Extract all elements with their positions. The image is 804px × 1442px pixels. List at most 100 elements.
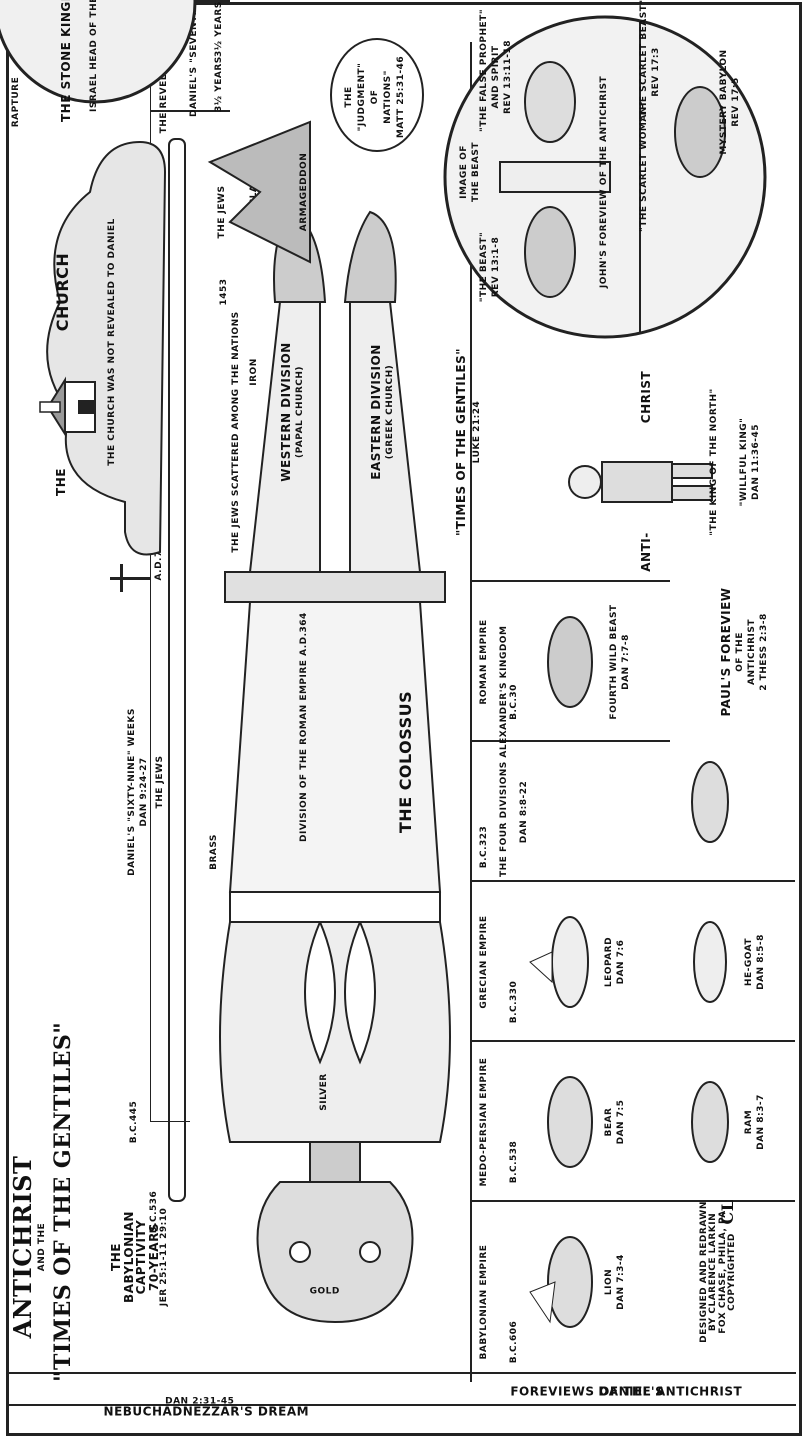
lion-ref: Dan 7:3-4 — [617, 1232, 626, 1332]
title-and-the: And The — [38, 1132, 47, 1362]
title-times: "Times Of The Gentiles" — [52, 1092, 75, 1382]
willful-king: "Willful King" — [740, 362, 749, 562]
monogram: CL — [720, 1182, 737, 1242]
beast-ref: Rev 13:1-8 — [492, 212, 501, 322]
lion-label: Lion — [605, 1232, 614, 1332]
christ-label: Christ — [640, 362, 653, 432]
date-bc606: B.C.606 — [510, 1312, 519, 1372]
babylonian-empire: Babylonian Empire — [480, 1242, 489, 1362]
captivity-line-1: The — [110, 1172, 123, 1342]
jews-band — [168, 138, 186, 1202]
cross-vertical — [110, 577, 150, 580]
false-prophet-sub: And Spirit — [492, 22, 501, 132]
scarlet-woman: "The Scarlet Woman" — [640, 122, 649, 232]
brass-label: Brass — [210, 822, 219, 882]
eastern-sub: (Greek Church) — [386, 312, 395, 512]
date-bc536: B.C.536 — [150, 1172, 159, 1252]
king-of-north: "The King Of The North" — [710, 362, 719, 562]
cross-horizontal — [120, 564, 123, 592]
gentiles-ref: Luke 21:24 — [473, 382, 482, 482]
goat-horn-beast-icon — [680, 742, 740, 862]
date-bc445: B.C.445 — [130, 1082, 139, 1162]
stone-kingdom-sub: Israel Head Of The Nations — [90, 2, 99, 112]
pauls-of-the: Of The — [736, 572, 745, 732]
johns-title: John's Foreview Of The Antichrist — [600, 42, 609, 322]
pauls-foreview: Paul's Foreview — [720, 572, 733, 732]
church-building-icon — [40, 372, 100, 442]
alexander-divisions: The Four Divisions Alexander's Kingdom — [500, 747, 509, 877]
jews-band-label: The Jews — [156, 682, 165, 882]
date-bc30: B.C.30 — [510, 672, 519, 732]
ram-ref: Dan 8:3-7 — [757, 1072, 766, 1172]
pauls-ref: 2 Thess 2:3-8 — [760, 572, 769, 732]
gold-label: Gold — [295, 1287, 355, 1296]
pauls-antichrist: Antichrist — [748, 572, 757, 732]
leopard-beast-icon — [530, 902, 600, 1022]
judgment-ref: Matt 25:31-46 — [397, 42, 406, 152]
mystery-babylon: Mystery Babylon — [720, 32, 729, 172]
dream-ref: Dan 2:31-45 — [90, 1397, 310, 1406]
he-goat-label: He-Goat — [745, 912, 754, 1012]
stone-kingdom-label: The Stone Kingdom — [60, 2, 73, 122]
lion-beast-icon — [530, 1222, 600, 1342]
western-sub: (Papal Church) — [296, 312, 305, 512]
col-divider-1 — [470, 1200, 795, 1202]
leopard-label: Leopard — [605, 912, 614, 1012]
ram-label: Ram — [745, 1072, 754, 1172]
bear-beast-icon — [530, 1062, 600, 1182]
beast-label: "The Beast" — [480, 212, 489, 322]
date-1453: 1453 — [220, 262, 229, 322]
silver-label: Silver — [320, 1062, 329, 1122]
division-note: Division of the Roman Empire A.D.364 — [300, 682, 309, 842]
leopard-ref: Dan 7:6 — [617, 912, 626, 1012]
gentiles-label: "Times Of The Gentiles" — [455, 302, 468, 582]
jews-scattered: The Jews Scattered Among The Nations — [232, 302, 241, 562]
date-bc538: B.C.538 — [510, 1132, 519, 1192]
mystery-ref: Rev 17:5 — [732, 32, 741, 172]
church-note: The Church Was Not Revealed To Daniel — [108, 182, 117, 502]
captivity-line-3: Captivity — [135, 1172, 148, 1342]
fourth-beast-icon — [530, 602, 600, 722]
three-half-b: 3½ Years — [215, 7, 224, 57]
he-goat-beast-icon — [680, 902, 740, 1022]
image-the-beast: The Beast — [472, 132, 481, 212]
judgment-label: "Judgment" — [358, 42, 367, 152]
captivity-block: The Babylonian Captivity 70-Years Jer 25… — [110, 1172, 170, 1342]
roman-empire: Roman Empire — [480, 592, 489, 732]
col-divider-2 — [470, 1040, 795, 1042]
dream-label: Nebuchadnezzar's Dream — [6, 1406, 406, 1419]
church-cloud — [30, 132, 170, 562]
sixty-nine-weeks-ref: Dan 9:24-27 — [140, 702, 149, 882]
title-main: Antichrist — [10, 1132, 35, 1362]
scarlet-beast: "The Scarlet Beast" — [640, 22, 649, 122]
fourth-beast-ref: Dan 7:7-8 — [622, 592, 631, 732]
colossus-figure — [190, 82, 480, 1342]
willful-king-ref: Dan 11:36-45 — [752, 362, 761, 562]
sixty-nine-weeks: Daniel's "Sixty-Nine" Weeks — [128, 662, 137, 922]
armageddon-label: Armageddon — [300, 142, 309, 242]
church-the: The — [55, 452, 68, 512]
anti-label: Anti- — [640, 522, 653, 582]
stone-kingdom-circle — [0, 2, 200, 142]
bear-label: Bear — [605, 1072, 614, 1172]
eastern-division: Eastern Division — [370, 312, 383, 512]
judgment-the: The — [345, 42, 354, 152]
image-of: Image Of — [460, 132, 469, 212]
alexander-ref: Dan 8:8-22 — [520, 747, 529, 877]
scarlet-beast-ref: Rev 17:3 — [652, 22, 661, 122]
grecian-empire: Grecian Empire — [480, 892, 489, 1032]
judgment-of: Of — [371, 42, 380, 152]
iron-label: Iron — [250, 342, 259, 402]
church-label: Church — [55, 222, 72, 362]
date-bc330: B.C.330 — [510, 972, 519, 1032]
false-prophet: "The False Prophet" — [480, 22, 489, 132]
ram-beast-icon — [680, 1062, 740, 1182]
judgment-nations: Nations" — [384, 42, 393, 152]
col-divider-3 — [470, 880, 795, 882]
false-prophet-ref: Rev 13:11-18 — [504, 22, 513, 132]
date-bc323: B.C.323 — [480, 817, 489, 877]
left-band-divider-2 — [6, 1372, 796, 1374]
he-goat-ref: Dan 8:5-8 — [757, 912, 766, 1012]
